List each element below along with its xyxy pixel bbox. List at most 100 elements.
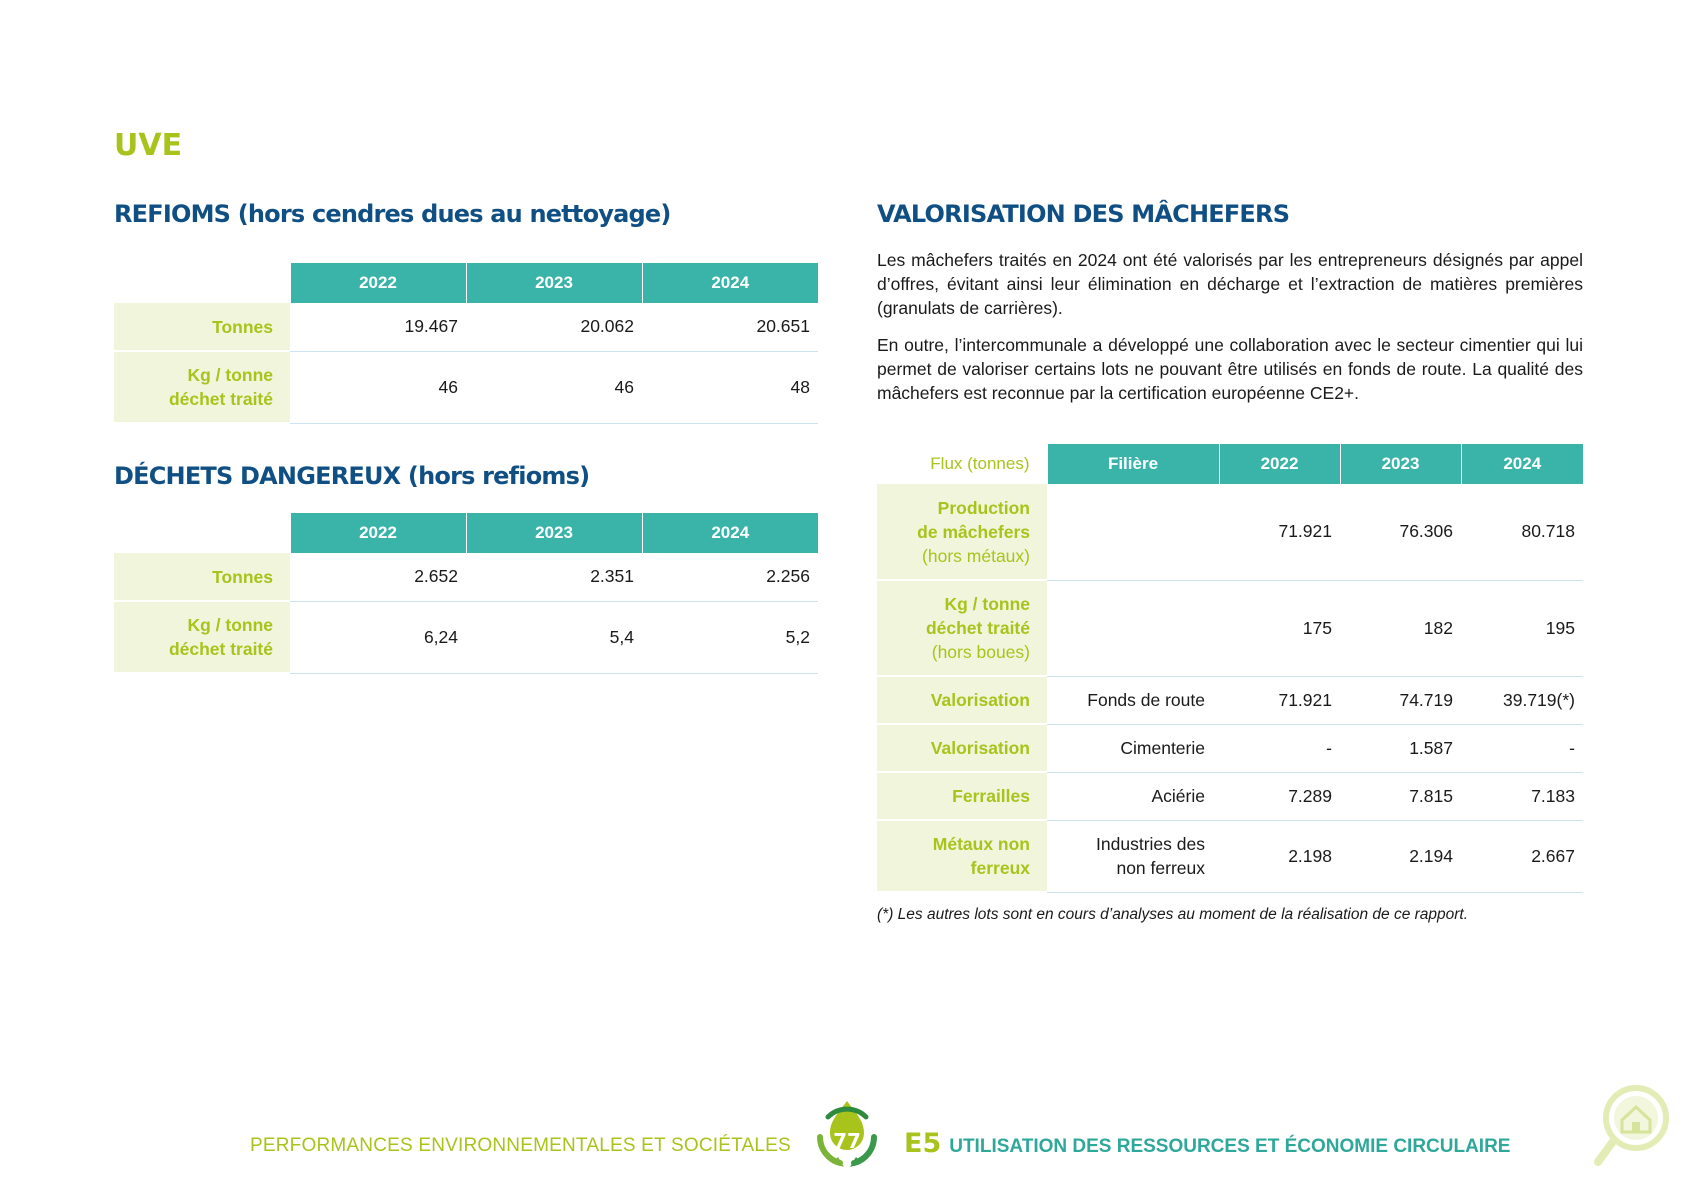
footer-chapter-code: E5 xyxy=(904,1128,942,1159)
table-row: Métaux non ferreux Industries des non fe… xyxy=(877,820,1583,893)
table-cell: 7.289 xyxy=(1219,772,1340,821)
table-cell: 39.719(*) xyxy=(1461,676,1583,725)
row-label: Métaux non ferreux xyxy=(877,820,1047,893)
table-cell: 5,4 xyxy=(466,601,642,674)
table-cell: 6,24 xyxy=(290,601,466,674)
row-label-line: (hors métaux) xyxy=(922,545,1030,566)
row-label-line: Métaux non xyxy=(932,834,1030,854)
table-cell: 195 xyxy=(1461,580,1583,677)
machefers-header-filiere: Filière xyxy=(1046,444,1219,484)
dangerous-table: 2022 2023 2024 Tonnes 2.652 2.351 2.256 … xyxy=(114,513,818,674)
footer-chapter-title: UTILISATION DES RESSOURCES ET ÉCONOMIE C… xyxy=(949,1136,1511,1157)
table-cell: 2.198 xyxy=(1219,820,1340,893)
row-label: Production de mâchefers (hors métaux) xyxy=(877,484,1047,581)
table-cell: 7.183 xyxy=(1461,772,1583,821)
table-cell: 2.256 xyxy=(642,553,818,602)
table-cell: 5,2 xyxy=(642,601,818,674)
filiere-line: Industries des xyxy=(1096,834,1205,854)
dangerous-title: DÉCHETS DANGEREUX (hors refioms) xyxy=(114,462,590,490)
table-row: Production de mâchefers (hors métaux) 71… xyxy=(877,484,1583,581)
row-label: Kg / tonne déchet traité (hors boues) xyxy=(877,580,1047,677)
dangerous-header-year: 2023 xyxy=(465,513,642,553)
table-row: Valorisation Fonds de route 71.921 74.71… xyxy=(877,676,1583,725)
row-label-line: déchet traité xyxy=(925,618,1030,638)
table-cell: 2.667 xyxy=(1461,820,1583,893)
filiere-cell xyxy=(1047,484,1219,581)
table-cell: 7.815 xyxy=(1340,772,1461,821)
filiere-cell: Aciérie xyxy=(1047,772,1219,821)
machefers-header-flux: Flux (tonnes) xyxy=(930,454,1030,473)
page-number: 77 xyxy=(833,1129,861,1153)
table-cell: 2.652 xyxy=(290,553,466,602)
row-label: Ferrailles xyxy=(877,772,1047,821)
row-label-line: Production xyxy=(937,497,1030,518)
refioms-header-year: 2024 xyxy=(641,263,818,303)
machefers-title: VALORISATION DES MÂCHEFERS xyxy=(877,200,1290,228)
row-label-line: déchet traité xyxy=(168,639,273,659)
section-title: UVE xyxy=(114,128,183,163)
table-row: Ferrailles Aciérie 7.289 7.815 7.183 xyxy=(877,772,1583,821)
table-cell: 46 xyxy=(290,351,466,424)
table-cell: 2.351 xyxy=(466,553,642,602)
row-label-line: (hors boues) xyxy=(931,642,1030,662)
table-row: Kg / tonne déchet traité (hors boues) 17… xyxy=(877,580,1583,677)
row-label: Kg / tonne déchet traité xyxy=(114,601,290,674)
row-label-line: Kg / tonne xyxy=(944,594,1030,614)
filiere-cell xyxy=(1047,580,1219,677)
row-label-line: ferreux xyxy=(970,858,1030,878)
machefers-paragraph-1: Les mâchefers traités en 2024 ont été va… xyxy=(877,250,1583,318)
footer-section-label: PERFORMANCES ENVIRONNEMENTALES ET SOCIÉT… xyxy=(250,1135,791,1156)
table-cell: - xyxy=(1219,724,1340,773)
machefers-header-year: 2023 xyxy=(1339,444,1461,484)
table-row: Tonnes 2.652 2.351 2.256 xyxy=(114,553,818,602)
table-cell: 80.718 xyxy=(1461,484,1583,581)
filiere-cell: Industries des non ferreux xyxy=(1047,820,1219,893)
table-cell: 20.062 xyxy=(466,303,642,352)
filiere-cell: Cimenterie xyxy=(1047,724,1219,773)
footnote: (*) Les autres lots sont en cours d’anal… xyxy=(877,906,1469,923)
refioms-header-year: 2023 xyxy=(465,263,642,303)
recycle-drop-icon: 77 xyxy=(810,1097,884,1171)
table-cell: 71.921 xyxy=(1219,676,1340,725)
table-cell: 46 xyxy=(466,351,642,424)
refioms-header-row: 2022 2023 2024 xyxy=(114,263,818,303)
machefers-table: Flux (tonnes) Filière 2022 2023 2024 Pro… xyxy=(877,444,1583,893)
dangerous-header-row: 2022 2023 2024 xyxy=(114,513,818,553)
table-cell: 175 xyxy=(1219,580,1340,677)
row-label: Tonnes xyxy=(114,303,290,352)
table-row: Tonnes 19.467 20.062 20.651 xyxy=(114,303,818,352)
machefers-header-row: Flux (tonnes) Filière 2022 2023 2024 xyxy=(877,444,1583,484)
table-cell: 48 xyxy=(642,351,818,424)
row-label: Valorisation xyxy=(877,724,1047,773)
table-cell: 20.651 xyxy=(642,303,818,352)
table-row: Kg / tonne déchet traité 46 46 48 xyxy=(114,351,818,424)
table-cell: 2.194 xyxy=(1340,820,1461,893)
table-cell: 76.306 xyxy=(1340,484,1461,581)
table-cell: 1.587 xyxy=(1340,724,1461,773)
row-label-line: Kg / tonne xyxy=(187,365,273,385)
footer-chapter: E5 UTILISATION DES RESSOURCES ET ÉCONOMI… xyxy=(904,1128,1510,1159)
row-label: Tonnes xyxy=(114,553,290,602)
filiere-line: non ferreux xyxy=(1116,858,1205,878)
refioms-header-year: 2022 xyxy=(289,263,466,303)
refioms-title: REFIOMS (hors cendres dues au nettoyage) xyxy=(114,200,671,228)
table-cell: 182 xyxy=(1340,580,1461,677)
filiere-cell: Fonds de route xyxy=(1047,676,1219,725)
table-row: Valorisation Cimenterie - 1.587 - xyxy=(877,724,1583,773)
row-label-line: déchet traité xyxy=(168,389,273,409)
table-cell: 19.467 xyxy=(290,303,466,352)
dangerous-header-year: 2024 xyxy=(641,513,818,553)
dangerous-header-year: 2022 xyxy=(289,513,466,553)
row-label: Valorisation xyxy=(877,676,1047,725)
row-label: Kg / tonne déchet traité xyxy=(114,351,290,424)
refioms-table: 2022 2023 2024 Tonnes 19.467 20.062 20.6… xyxy=(114,263,818,424)
table-cell: - xyxy=(1461,724,1583,773)
dangerous-header-empty xyxy=(114,513,290,553)
table-cell: 71.921 xyxy=(1219,484,1340,581)
machefers-header-year: 2022 xyxy=(1218,444,1340,484)
house-search-icon xyxy=(1592,1080,1672,1170)
machefers-paragraph-2: En outre, l’intercommunale a développé u… xyxy=(877,335,1583,403)
table-row: Kg / tonne déchet traité 6,24 5,4 5,2 xyxy=(114,601,818,674)
machefers-header-year: 2024 xyxy=(1460,444,1583,484)
table-cell: 74.719 xyxy=(1340,676,1461,725)
